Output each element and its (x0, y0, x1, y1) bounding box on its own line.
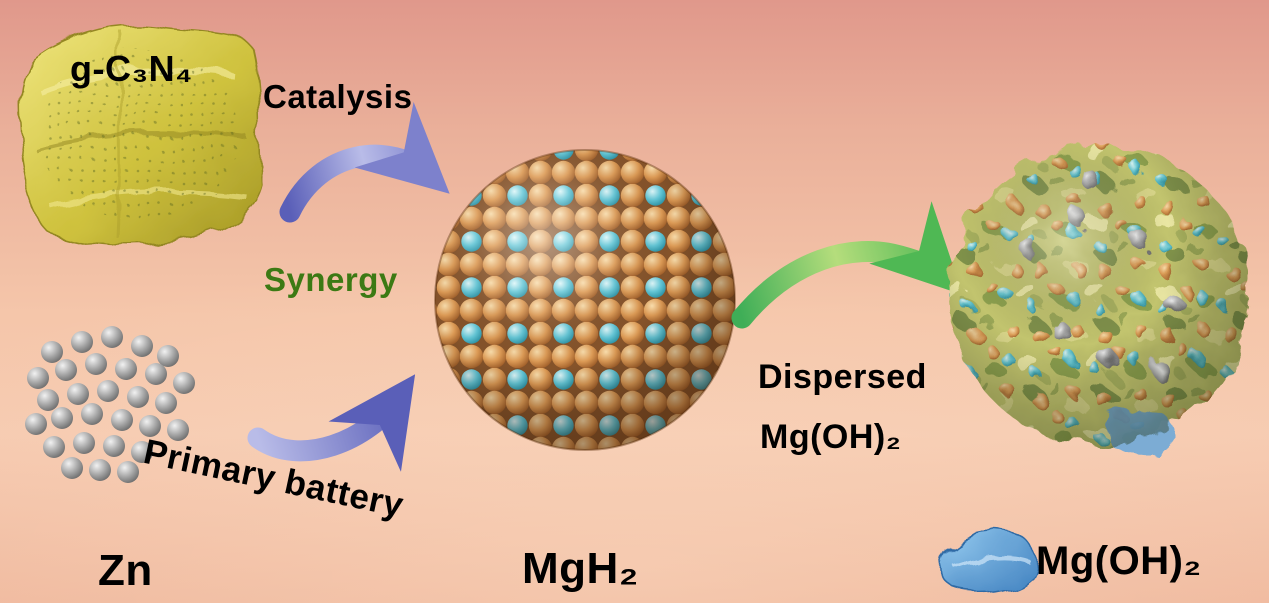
gc3n4-label: g-C₃N₄ (70, 48, 193, 89)
mgoh2-sheet (940, 531, 1037, 594)
mgh2-sphere (434, 149, 736, 451)
product-sphere (950, 145, 1250, 454)
dispersed-label-line2: Mg(OH)₂ (760, 418, 902, 456)
zn-label: Zn (98, 546, 153, 595)
synergy-label: Synergy (264, 261, 398, 298)
transform-arrow (731, 201, 963, 329)
primary-battery-arrow (247, 374, 416, 472)
zn-cluster (25, 326, 195, 483)
gc3n4-sheet (16, 23, 263, 246)
mgh2-label: MgH₂ (522, 544, 639, 593)
catalysis-arrow (279, 101, 450, 223)
mgoh2-product-label: Mg(OH)₂ (1036, 539, 1202, 583)
catalysis-label: Catalysis (263, 78, 413, 115)
dispersed-label-line1: Dispersed (758, 358, 927, 396)
